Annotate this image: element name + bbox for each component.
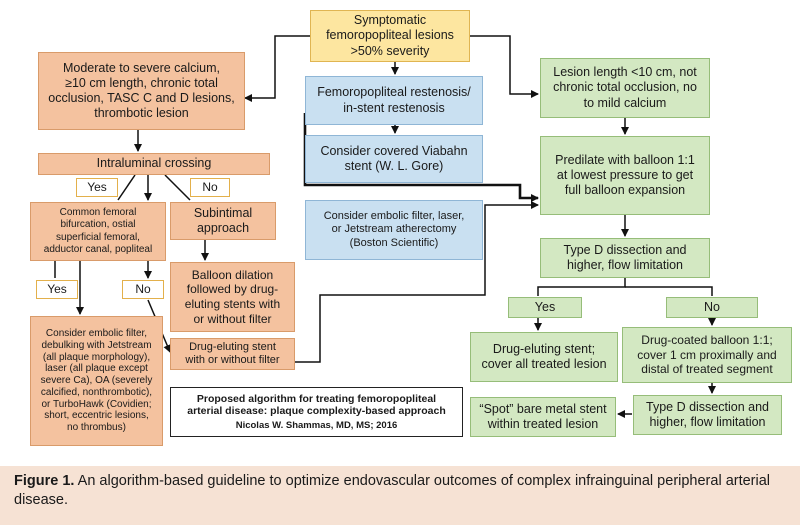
credit-author: Nicolas W. Shammas, MD, MS; 2016: [235, 419, 398, 431]
restenosis-box: Femoropopliteal restenosis/ in-stent res…: [305, 76, 483, 125]
sites-no-label: No: [122, 280, 164, 299]
sites-yes-label: Yes: [36, 280, 78, 299]
dissection-yes-label: Yes: [508, 297, 582, 318]
intraluminal-crossing-box: Intraluminal crossing: [38, 153, 270, 175]
connector-lines: [54, 35, 716, 418]
drug-coated-balloon-box: Drug-coated balloon 1:1; cover 1 cm prox…: [622, 327, 792, 383]
predilate-balloon-box: Predilate with balloon 1:1 at lowest pre…: [540, 136, 710, 215]
embolic-filter-box: Consider embolic filter, laser, or Jetst…: [305, 200, 483, 260]
algorithm-credit-box: Proposed algorithm for treating femoropo…: [170, 387, 463, 437]
complex-lesion-criteria-box: Moderate to severe calcium, ≥10 cm lengt…: [38, 52, 245, 130]
balloon-dilation-box: Balloon dilation followed by drug- eluti…: [170, 262, 295, 332]
dissection-check-box: Type D dissection and higher, flow limit…: [540, 238, 710, 278]
crossing-no-label: No: [190, 178, 230, 197]
des-cover-lesion-box: Drug-eluting stent; cover all treated le…: [470, 332, 618, 382]
figure-caption-label: Figure 1.: [14, 473, 75, 489]
subintimal-approach-box: Subintimal approach: [170, 202, 276, 240]
atherectomy-options-box: Consider embolic filter, debulking with …: [30, 316, 163, 446]
spot-bare-metal-stent-box: “Spot” bare metal stent within treated l…: [470, 397, 616, 437]
des-with-filter-box: Drug-eluting stent with or without filte…: [170, 338, 295, 370]
lesion-sites-box: Common femoral bifurcation, ostial super…: [30, 202, 166, 261]
symptomatic-lesions-box: Symptomatic femoropopliteal lesions >50%…: [310, 10, 470, 62]
dissection-check-2-box: Type D dissection and higher, flow limit…: [633, 395, 782, 435]
simple-lesion-criteria-box: Lesion length <10 cm, not chronic total …: [540, 58, 710, 118]
dissection-no-label: No: [666, 297, 758, 318]
viabahn-stent-box: Consider covered Viabahn stent (W. L. Go…: [305, 135, 483, 183]
figure-caption: Figure 1. An algorithm-based guideline t…: [0, 466, 800, 525]
crossing-yes-label: Yes: [76, 178, 118, 197]
credit-title: Proposed algorithm for treating femoropo…: [187, 392, 446, 418]
figure-caption-text: An algorithm-based guideline to optimize…: [14, 473, 771, 508]
